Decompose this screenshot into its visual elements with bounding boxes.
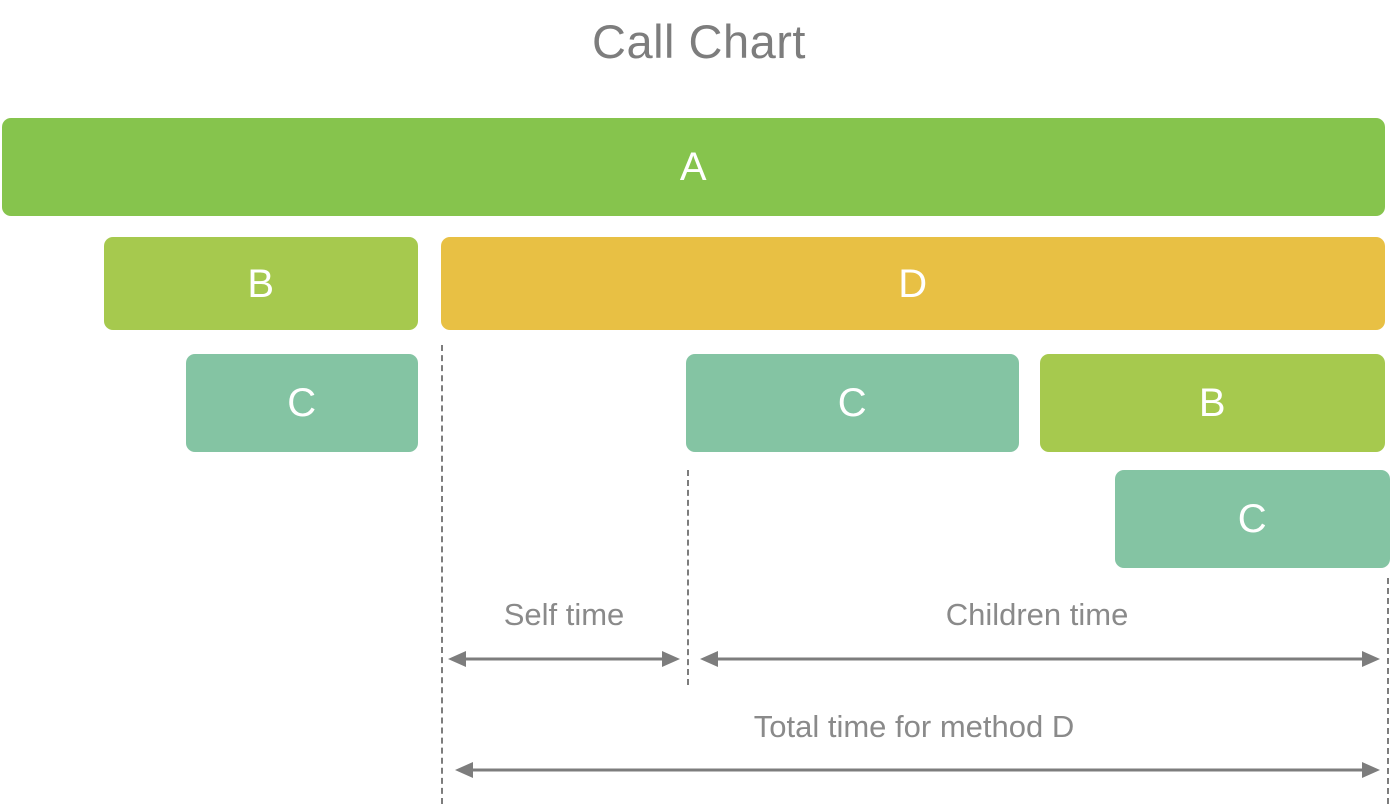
children-time-arrow bbox=[700, 648, 1380, 670]
self-time-label: Self time bbox=[503, 597, 625, 632]
total-time-arrow bbox=[455, 759, 1380, 781]
self-time-arrow bbox=[448, 648, 680, 670]
flame-bar-d-row2[interactable]: D bbox=[441, 237, 1385, 330]
children-time-label: Children time bbox=[945, 597, 1129, 632]
guide-line-d-end bbox=[1387, 578, 1389, 804]
flame-bar-label: A bbox=[679, 145, 708, 189]
guide-line-d-start bbox=[441, 345, 443, 804]
flame-bar-c-row3-left[interactable]: C bbox=[186, 354, 418, 452]
guide-line-children-start bbox=[687, 470, 689, 685]
flame-bar-c-row4[interactable]: C bbox=[1115, 470, 1390, 568]
total-time-label: Total time for method D bbox=[753, 709, 1075, 744]
flame-bar-b-row3-right[interactable]: B bbox=[1040, 354, 1385, 452]
flame-bar-a[interactable]: A bbox=[2, 118, 1385, 216]
flame-bar-b-row2[interactable]: B bbox=[104, 237, 418, 330]
page-title: Call Chart bbox=[592, 15, 806, 68]
flame-bar-label: C bbox=[287, 381, 317, 425]
flame-bar-label: D bbox=[898, 261, 928, 306]
flame-bar-label: C bbox=[837, 381, 868, 425]
flame-bar-label: B bbox=[1198, 381, 1227, 425]
flame-bar-c-row3-mid[interactable]: C bbox=[686, 354, 1019, 452]
flame-bar-label: C bbox=[1237, 497, 1268, 541]
flame-bar-label: B bbox=[247, 261, 275, 306]
